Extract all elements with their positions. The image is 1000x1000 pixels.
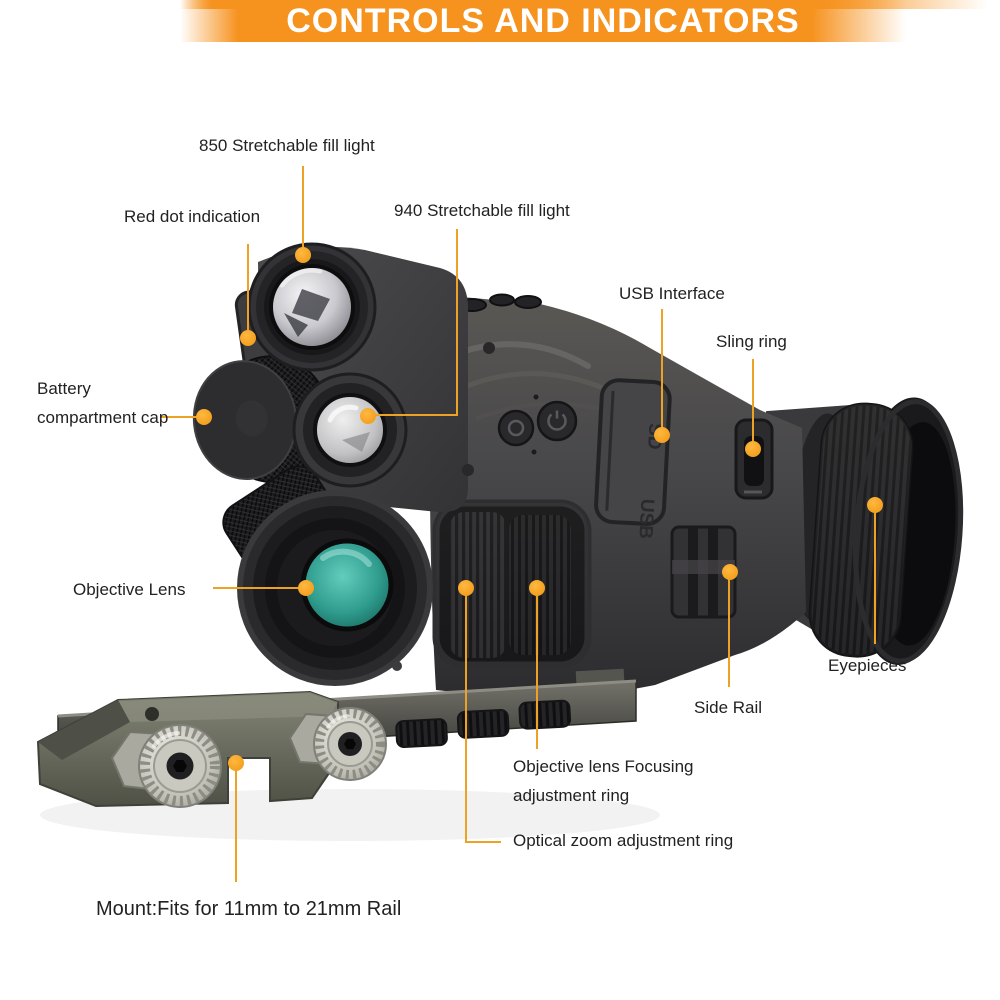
usb-marking: USB xyxy=(634,498,657,539)
mount-thumbscrew-right xyxy=(288,707,387,781)
power-icon xyxy=(547,410,567,431)
page-title-banner: CONTROLS AND INDICATORS xyxy=(180,0,906,42)
page-title: CONTROLS AND INDICATORS xyxy=(286,2,800,40)
fill-light-850 xyxy=(247,242,377,372)
power-button xyxy=(536,400,578,442)
objective-lens-assembly xyxy=(237,490,433,686)
callout-leader-lines xyxy=(161,166,876,882)
rail-mount xyxy=(36,690,387,808)
callout-label-850-fill-light: 850 Stretchable fill light xyxy=(199,136,375,155)
leader-940 xyxy=(369,229,458,416)
dot-side-rail xyxy=(722,564,738,580)
callout-label-usb-interface: USB Interface xyxy=(619,284,725,303)
callout-label-side-rail: Side Rail xyxy=(694,698,763,717)
callout-label-red-dot: Red dot indication xyxy=(124,207,261,226)
adjustment-rings-window xyxy=(432,499,592,669)
callout-label-eyepieces: Eyepieces xyxy=(828,656,907,675)
dot-850 xyxy=(295,247,311,263)
callout-label-zoom-ring: Optical zoom adjustment ring xyxy=(513,831,734,850)
dot-940 xyxy=(360,408,376,424)
callout-label-battery-cap: Battery compartment cap xyxy=(37,379,169,427)
dot-usb xyxy=(654,427,670,443)
mount-thumbscrew-left xyxy=(110,724,222,808)
callout-label-mount: Mount:Fits for 11mm to 21mm Rail xyxy=(96,898,402,920)
photo-button xyxy=(497,409,535,447)
dot-sling-ring xyxy=(745,441,761,457)
callout-label-objective-lens: Objective Lens xyxy=(73,580,186,599)
leader-zoom-ring xyxy=(465,589,501,843)
usb-sd-flap: SD USB xyxy=(594,378,672,539)
dot-red-dot xyxy=(240,330,256,346)
callout-label-940-fill-light: 940 Stretchable fill light xyxy=(394,201,570,220)
callout-dots xyxy=(196,247,883,771)
dot-zoom-ring xyxy=(458,580,474,596)
callout-label-focus-ring: Objective lens Focusing adjustment ring xyxy=(513,757,694,805)
callout-label-sling-ring: Sling ring xyxy=(716,332,787,351)
side-rail xyxy=(670,525,737,619)
camera-icon xyxy=(507,419,525,437)
dot-focus-ring xyxy=(529,580,545,596)
dot-eyepieces xyxy=(867,497,883,513)
dot-objective-lens xyxy=(298,580,314,596)
dot-battery-cap xyxy=(196,409,212,425)
fill-light-940 xyxy=(292,372,408,488)
dot-mount xyxy=(228,755,244,771)
